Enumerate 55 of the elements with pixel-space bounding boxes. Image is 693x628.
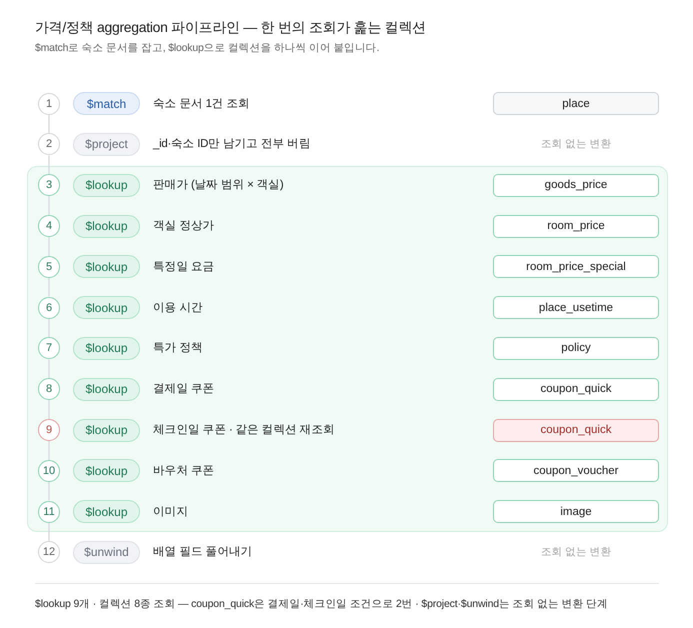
- stage-tag: $lookup: [73, 418, 140, 442]
- collection-box: coupon_quick: [493, 418, 659, 442]
- step-number: 8: [38, 378, 60, 400]
- step-number: 4: [38, 215, 60, 237]
- stage-tag: $project: [73, 132, 140, 156]
- step-number: 11: [38, 500, 60, 523]
- step-description: 이용 시간: [153, 300, 203, 316]
- collection-box: room_price_special: [493, 255, 659, 278]
- stage-tag: $lookup: [73, 214, 140, 238]
- connector-line: [48, 155, 50, 174]
- collection-box: goods_price: [493, 174, 659, 197]
- collection-box: place: [493, 92, 659, 116]
- step-description: 바우처 쿠폰: [153, 464, 214, 479]
- caption: $lookup 9개 · 컬렉션 8종 조회 — coupon_quick은 결제일·체크인일 조건으로 2번 · $project·$unwind는 조회 없는 변환 단계: [35, 597, 608, 612]
- collection-box: coupon_voucher: [493, 459, 659, 482]
- connector-line: [48, 114, 50, 134]
- step-number: 12: [38, 541, 60, 564]
- title: 가격/정책 aggregation 파이프라인 — 한 번의 조회가 훑는 컬렉션: [35, 18, 426, 36]
- step-number: 1: [38, 92, 60, 115]
- stage-tag: $match: [73, 92, 140, 116]
- step-number: 5: [38, 256, 60, 278]
- step-number: 9: [38, 419, 60, 441]
- step-description: 결제일 쿠폰: [153, 382, 214, 398]
- collection-box: room_price: [493, 214, 659, 238]
- stage-tag: $lookup: [73, 174, 140, 197]
- note-text: 조회 없는 변환: [540, 545, 612, 560]
- stage-tag: $lookup: [73, 336, 140, 360]
- step-description: 체크인일 쿠폰 · 같은 컬렉션 재조회: [153, 423, 335, 438]
- step-number: 7: [38, 337, 60, 360]
- step-description: 특가 정책: [153, 341, 203, 356]
- stage-tag: $lookup: [73, 459, 140, 482]
- step-description: 판매가 (날짜 범위 × 객실): [153, 178, 284, 194]
- collection-box: coupon_quick: [493, 378, 659, 401]
- step-number: 6: [38, 296, 60, 319]
- highlight-band: [27, 166, 668, 532]
- stage-tag: $lookup: [73, 296, 140, 320]
- collection-box: place_usetime: [493, 296, 659, 320]
- step-description: 특정일 요금: [153, 260, 214, 275]
- step-number: 10: [38, 460, 60, 482]
- step-number: 2: [38, 133, 60, 156]
- note-text: 조회 없는 변환: [540, 137, 612, 152]
- step-description: 객실 정상가: [153, 219, 214, 234]
- collection-box: policy: [493, 336, 659, 360]
- stage-tag: $lookup: [73, 378, 140, 401]
- stage-tag: $lookup: [73, 255, 140, 278]
- step-description: 배열 필드 풀어내기: [153, 545, 252, 560]
- step-description: _id·숙소 ID만 남기고 전부 버림: [153, 137, 310, 152]
- connector-line: [48, 522, 50, 542]
- step-description: 숙소 문서 1건 조회: [153, 96, 250, 112]
- subtitle: $match로 숙소 문서를 잡고, $lookup으로 컬렉션을 하나씩 이어 붙입니다.: [35, 41, 380, 56]
- step-number: 3: [38, 174, 60, 196]
- stage-tag: $unwind: [73, 540, 140, 564]
- step-description: 이미지: [153, 504, 188, 520]
- stage-tag: $lookup: [73, 500, 140, 524]
- collection-box: image: [493, 500, 659, 524]
